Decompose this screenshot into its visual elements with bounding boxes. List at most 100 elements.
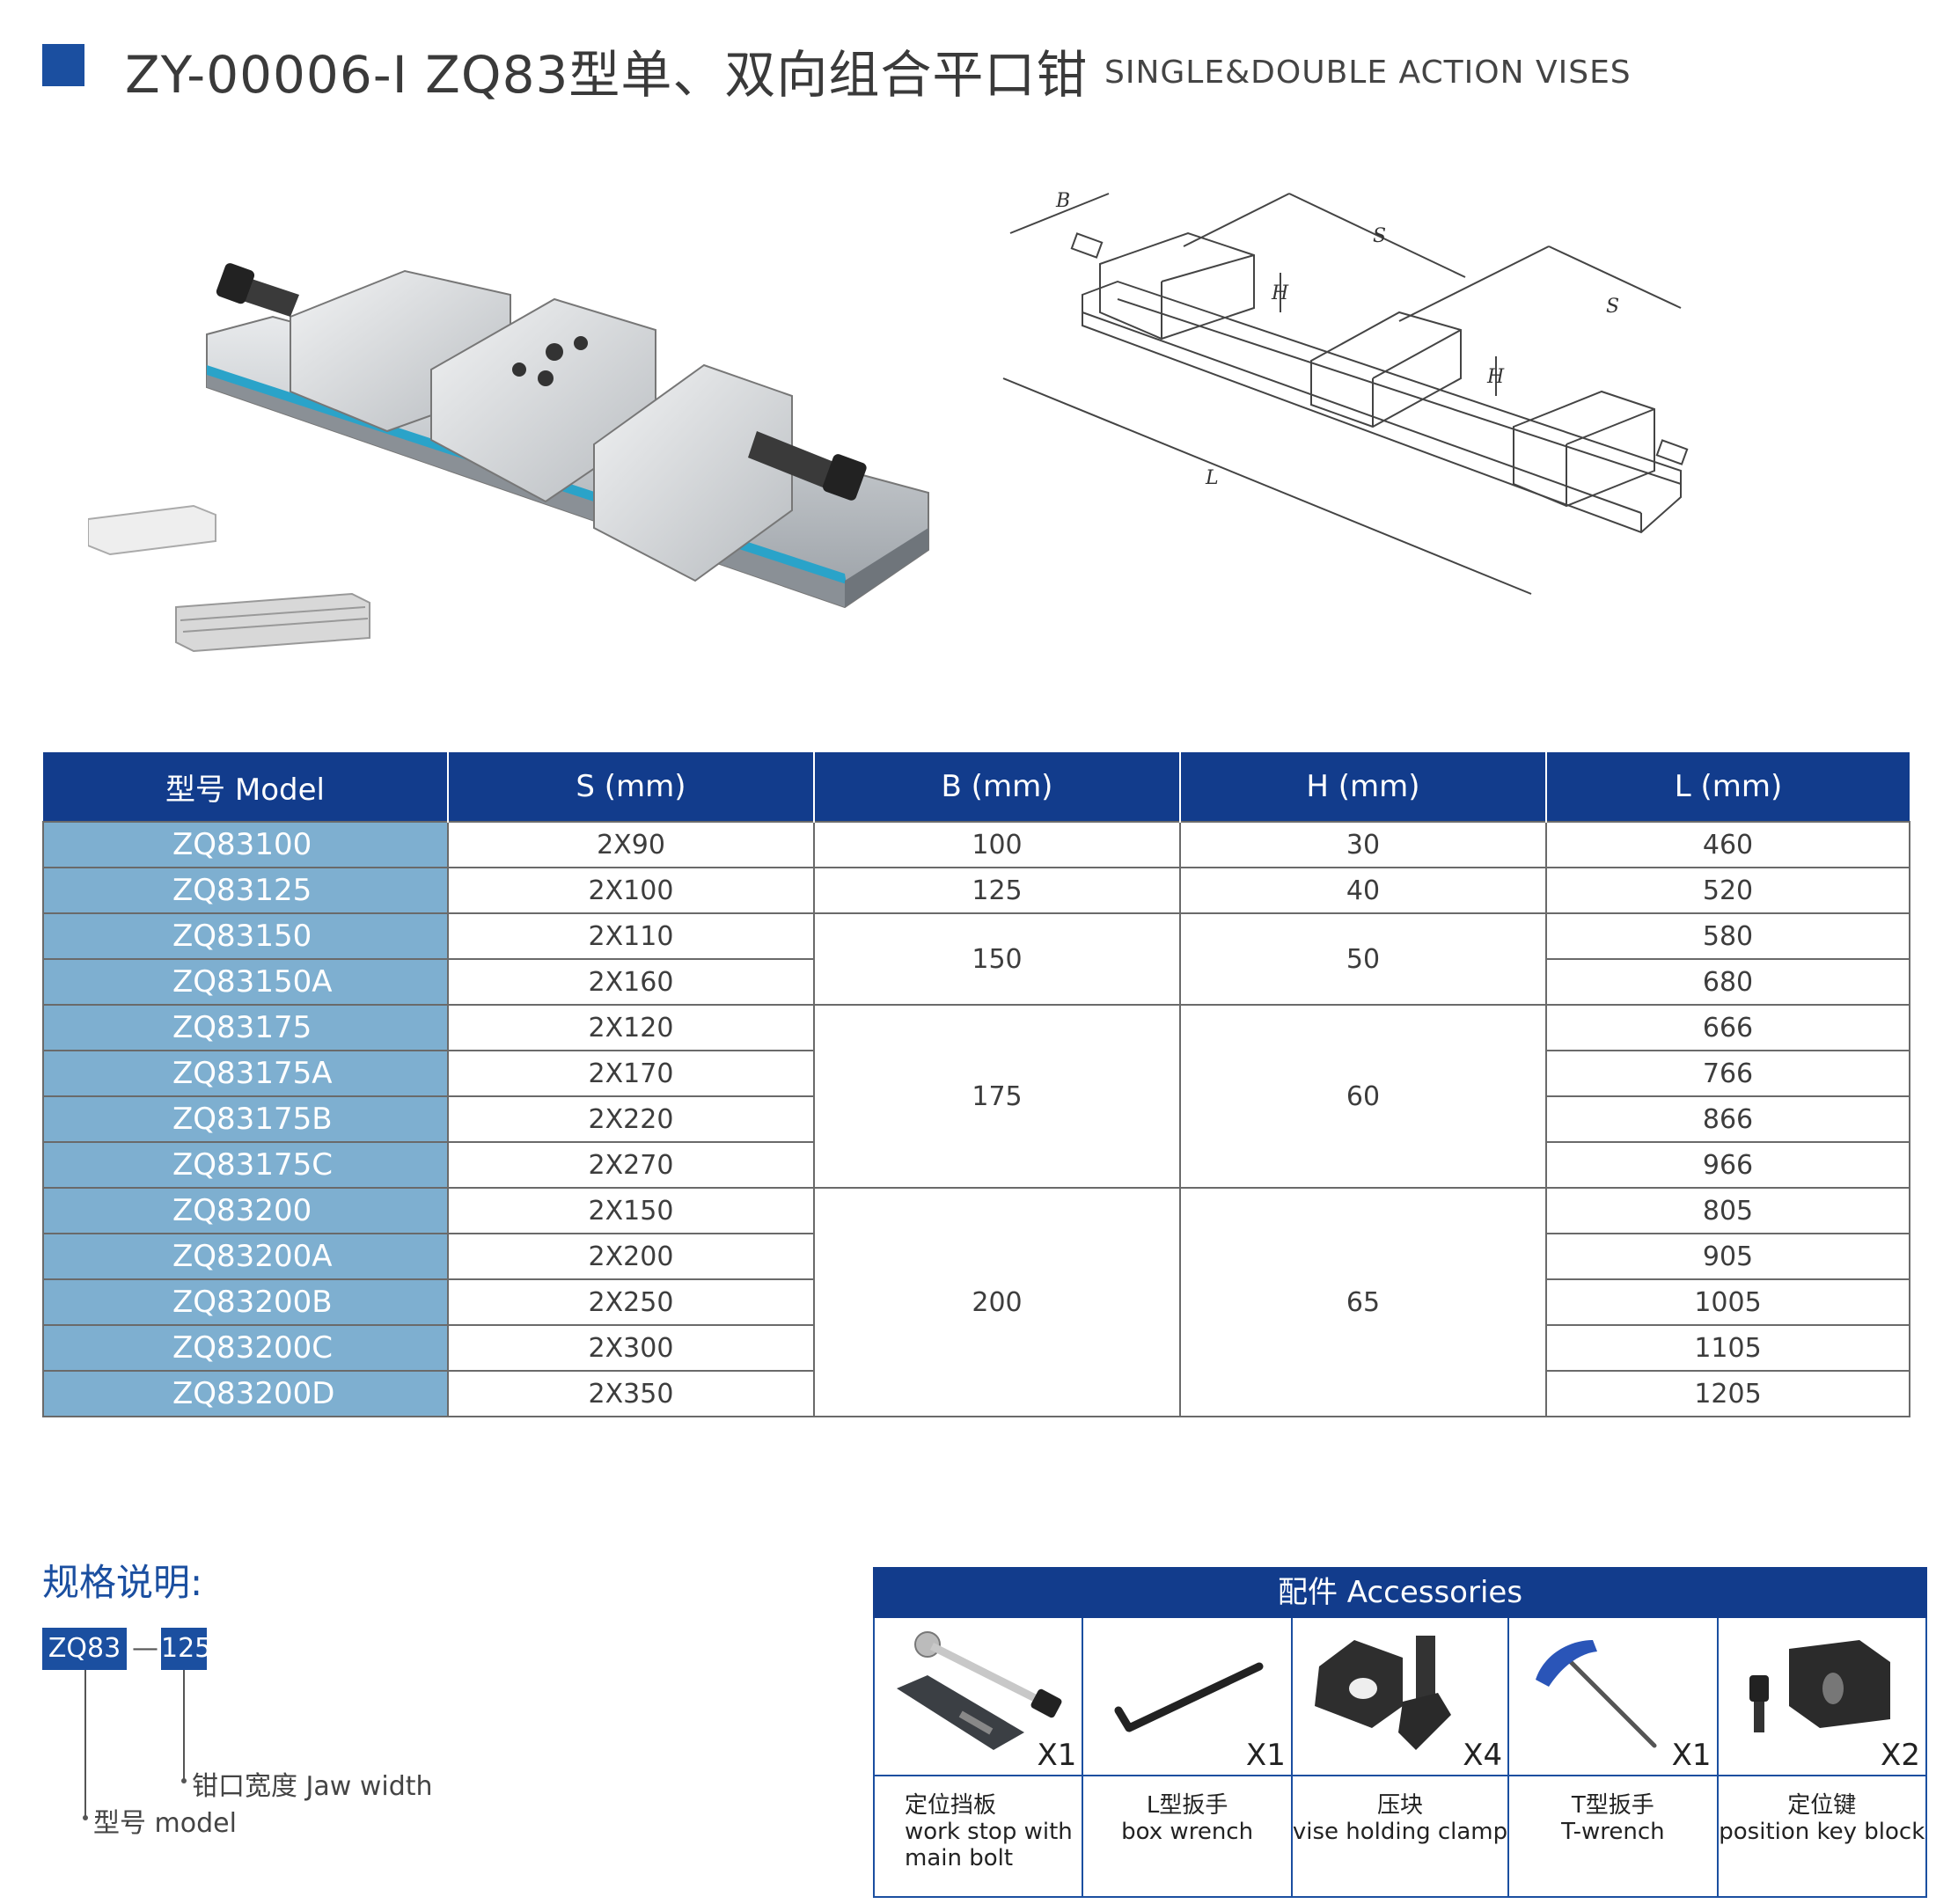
dimension-drawing: B S S H H L	[986, 180, 1707, 603]
cell-h: 50	[1179, 912, 1547, 1006]
code-prefix-box: ZQ83	[42, 1628, 127, 1670]
cell-s: 2X270	[447, 1141, 815, 1189]
table-row: ZQ83200 2X150 200 65 805	[42, 1187, 1910, 1417]
cell-model: ZQ83175C	[42, 1141, 449, 1189]
cell-s: 2X350	[447, 1370, 815, 1417]
cell-h: 60	[1179, 1004, 1547, 1189]
qty-label: X1	[1037, 1738, 1077, 1773]
vise-photo-icon	[87, 263, 929, 653]
cell-s: 2X300	[447, 1324, 815, 1372]
spec-table: 型号 Model S (mm) B (mm) H (mm) L (mm) ZQ8…	[42, 752, 1910, 1417]
table-row: ZQ83200B 2X250 1005	[42, 1278, 1910, 1326]
page-title: ZY-00006-I ZQ83型单、双向组合平口钳	[125, 45, 1089, 105]
cell-model: ZQ83150	[42, 912, 449, 960]
cell-l: 766	[1545, 1050, 1910, 1097]
accessory-name-en-2: main bolt	[905, 1845, 1014, 1871]
qty-label: X2	[1881, 1738, 1920, 1773]
dim-label-l: L	[1205, 467, 1219, 489]
spec-title: 规格说明:	[42, 1561, 203, 1604]
clamp-block-icon	[1314, 1636, 1451, 1750]
accessory-item: X4 压块 vise holding clamp	[1292, 1618, 1510, 1896]
qty-label: X1	[1245, 1738, 1286, 1773]
cell-model: ZQ83175	[42, 1004, 449, 1051]
header-s: S (mm)	[448, 752, 815, 822]
accessory-item: X1 L型扳手 box wrench	[1083, 1618, 1293, 1896]
cell-l: 520	[1545, 867, 1910, 914]
cell-b: 200	[813, 1187, 1181, 1417]
cell-b: 150	[813, 912, 1181, 1006]
dim-label-h2: H	[1486, 366, 1505, 388]
table-row: ZQ83100 2X90 100 30 460	[42, 821, 1910, 868]
cell-h: 30	[1179, 821, 1547, 868]
legend-model: 型号 model	[93, 1808, 237, 1839]
cell-model: ZQ83200C	[42, 1324, 449, 1372]
cell-l: 680	[1545, 958, 1910, 1006]
table-row: ZQ83175 2X120 175 60 666	[42, 1004, 1910, 1189]
table-row: ZQ83125 2X100 125 40 520	[42, 867, 1910, 914]
cell-model: ZQ83200A	[42, 1233, 449, 1280]
table-row: ZQ83200C 2X300 1105	[42, 1324, 1910, 1372]
table-row: ZQ83175B 2X220 866	[42, 1095, 1910, 1143]
accessory-name-cn: L型扳手	[1146, 1792, 1228, 1819]
accessory-name-en: position key block	[1719, 1819, 1925, 1845]
dim-label-b: B	[1055, 190, 1070, 212]
cell-model: ZQ83200B	[42, 1278, 449, 1326]
code-dash: —	[132, 1633, 158, 1664]
cell-s: 2X160	[447, 958, 815, 1006]
cell-model: ZQ83200D	[42, 1370, 449, 1417]
cell-l: 1105	[1545, 1324, 1910, 1372]
dim-label-s2: S	[1606, 296, 1619, 318]
accessory-name-cn: 定位键	[1787, 1792, 1857, 1819]
leader-dot-jaw	[181, 1778, 187, 1783]
cell-l: 966	[1545, 1141, 1910, 1189]
cell-b: 125	[813, 867, 1181, 914]
cell-b: 100	[813, 821, 1181, 868]
cell-l: 1005	[1545, 1278, 1910, 1326]
code-size-box: 125	[161, 1628, 211, 1670]
cell-h: 65	[1179, 1187, 1547, 1417]
qty-label: X4	[1463, 1738, 1503, 1773]
accessories-title: 配件 Accessories	[873, 1567, 1927, 1618]
accessory-name-cn: 定位挡板	[905, 1792, 997, 1819]
cell-model: ZQ83175A	[42, 1050, 449, 1097]
accessories-panel: 配件 Accessories X1 定位挡板 work stop with ma…	[873, 1567, 1927, 1898]
l-wrench-icon	[1114, 1662, 1264, 1732]
dim-label-h1: H	[1271, 282, 1289, 304]
accessory-name-cn: 压块	[1376, 1792, 1423, 1819]
cell-model: ZQ83150A	[42, 958, 449, 1006]
accessory-name-en: box wrench	[1121, 1819, 1254, 1845]
accessory-name-cn: T型扳手	[1571, 1792, 1654, 1819]
cell-s: 2X220	[447, 1095, 815, 1143]
cell-s: 2X150	[447, 1187, 815, 1234]
header-b: B (mm)	[814, 752, 1181, 822]
t-wrench-icon	[1536, 1640, 1657, 1748]
cell-model: ZQ83175B	[42, 1095, 449, 1143]
accessory-name-en: vise holding clamp	[1292, 1819, 1508, 1845]
cell-l: 805	[1545, 1187, 1910, 1234]
page-subtitle: SINGLE&DOUBLE ACTION VISES	[1104, 55, 1632, 91]
accessories-grid: X1 定位挡板 work stop with main bolt X1 L型扳手…	[873, 1618, 1927, 1898]
cell-b: 175	[813, 1004, 1181, 1189]
work-stop-icon	[897, 1631, 1062, 1750]
leader-dot-model	[83, 1815, 88, 1820]
title-square-icon	[42, 44, 84, 86]
cell-s: 2X90	[447, 821, 815, 868]
cell-l: 460	[1545, 821, 1910, 868]
accessory-item: X2 定位键 position key block	[1718, 1618, 1927, 1896]
table-row: ZQ83175C 2X270 966	[42, 1141, 1910, 1189]
cell-s: 2X250	[447, 1278, 815, 1326]
accessory-name-en: work stop with	[905, 1819, 1073, 1845]
table-row: ZQ83150 2X110 150 50 580	[42, 912, 1910, 1006]
cell-l: 666	[1545, 1004, 1910, 1051]
cell-model: ZQ83125	[42, 867, 449, 914]
dim-label-s1: S	[1373, 225, 1386, 247]
table-row: ZQ83200A 2X200 905	[42, 1233, 1910, 1280]
accessory-item: X1 定位挡板 work stop with main bolt	[875, 1618, 1084, 1896]
cell-s: 2X120	[447, 1004, 815, 1051]
accessory-name-en: T-wrench	[1561, 1819, 1665, 1845]
table-header-row: 型号 Model S (mm) B (mm) H (mm) L (mm)	[43, 752, 1910, 822]
cell-h: 40	[1179, 867, 1547, 914]
table-row: ZQ83175A 2X170 766	[42, 1050, 1910, 1097]
header-h: H (mm)	[1180, 752, 1547, 822]
cell-l: 866	[1545, 1095, 1910, 1143]
